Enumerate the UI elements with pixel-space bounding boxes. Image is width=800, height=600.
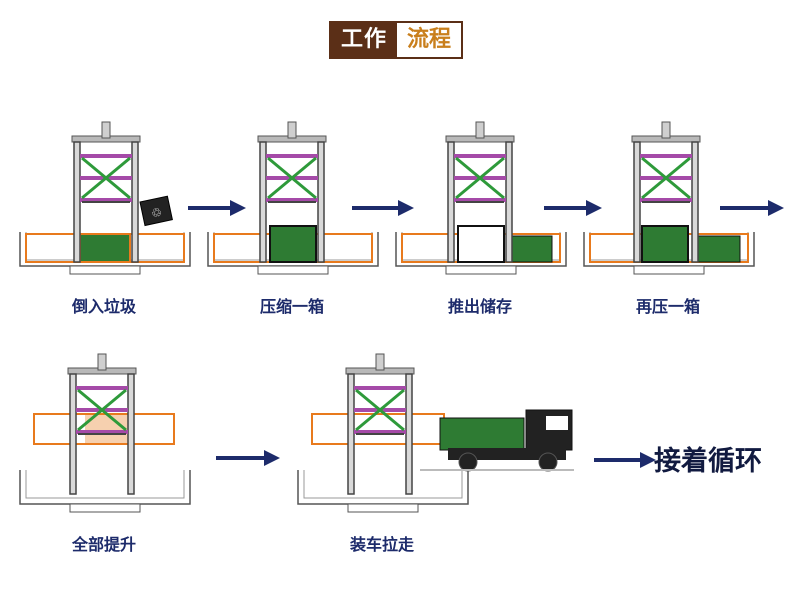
step-1-label: 倒入垃圾	[71, 297, 137, 316]
step-4-illustration	[583, 120, 755, 275]
arrow-1	[188, 200, 246, 216]
arrow-2	[352, 200, 414, 216]
arrow-5	[216, 450, 280, 466]
step-2-label: 压缩一箱	[260, 297, 324, 316]
truck	[420, 409, 574, 472]
step-6-illustration	[297, 352, 574, 513]
title-part-1: 工作	[329, 21, 398, 59]
step-5-label: 全部提升	[71, 535, 136, 554]
arrow-3	[544, 200, 602, 216]
step-3-illustration	[395, 120, 567, 275]
step-3-label: 推出储存	[448, 297, 512, 316]
title-part-2: 流程	[397, 21, 464, 59]
step-5-illustration	[19, 352, 191, 513]
step-2-illustration	[207, 120, 379, 275]
arrow-4	[720, 200, 784, 216]
step-4-label: 再压一箱	[636, 297, 700, 316]
arrow-6	[594, 452, 656, 468]
step-6-label: 装车拉走	[349, 535, 414, 554]
final-label: 接着循环	[654, 445, 762, 477]
step-1-illustration: ♲	[19, 120, 191, 275]
title-badge: 工作 流程	[329, 21, 464, 59]
svg-text:♲: ♲	[150, 205, 163, 221]
